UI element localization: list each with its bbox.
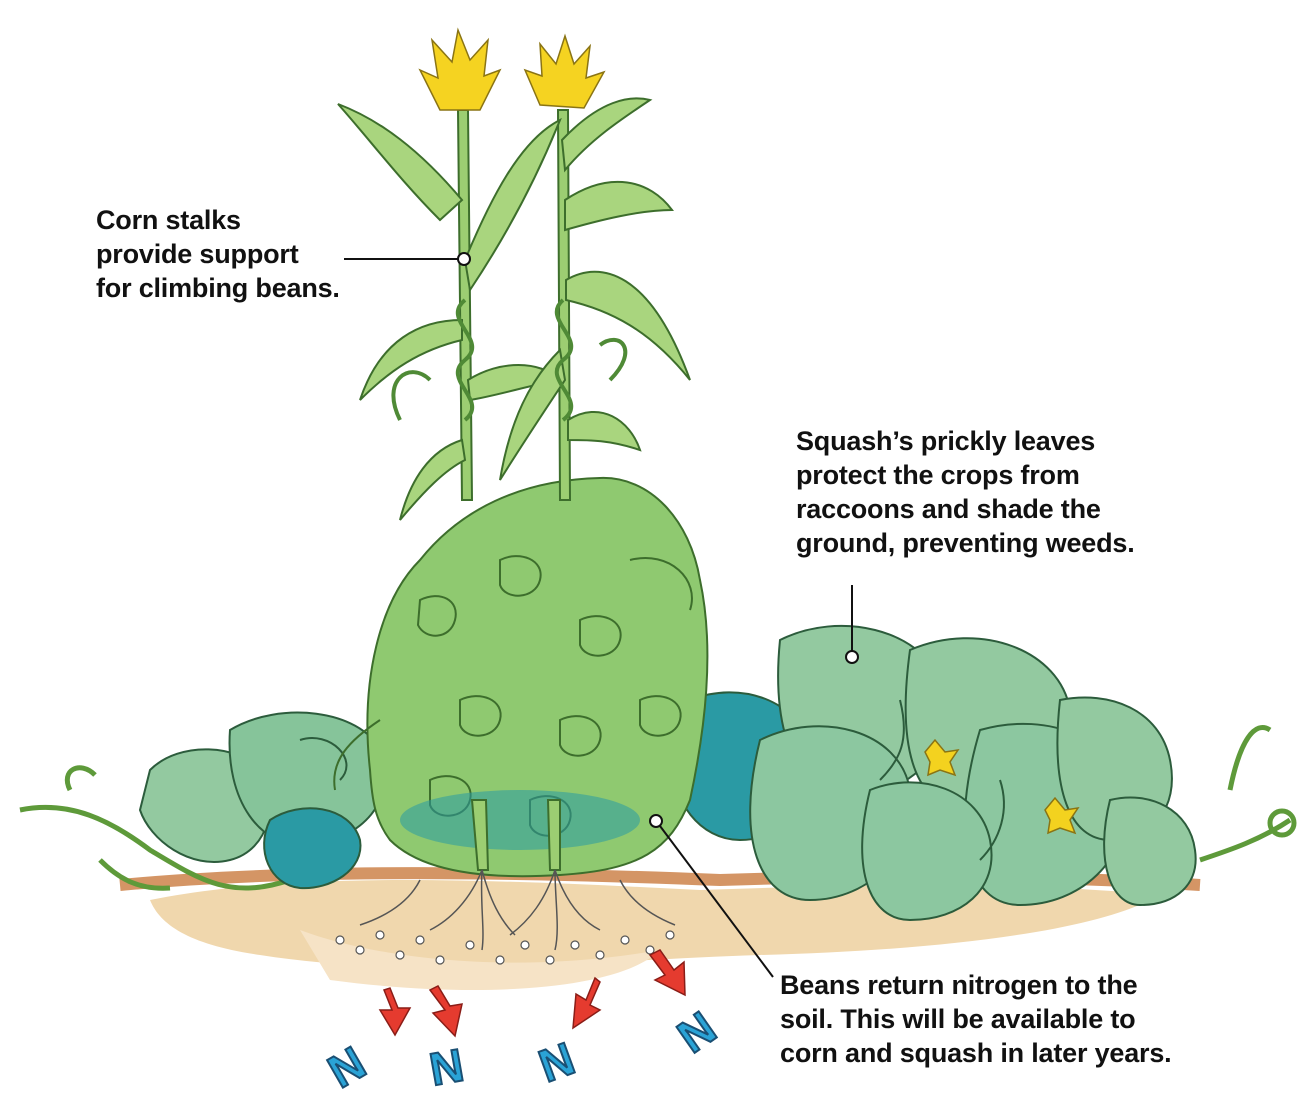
squash-label-line: ground, preventing weeds. (796, 526, 1135, 560)
squash-label-line: protect the crops from (796, 458, 1135, 492)
beans-label-line: Beans return nitrogen to the (780, 968, 1171, 1002)
corn-tassels (420, 30, 604, 110)
corn-label-line: for climbing beans. (96, 271, 340, 305)
corn-leaves (338, 98, 690, 520)
corn-label-line: Corn stalks (96, 203, 340, 237)
squash-vines-right (1200, 728, 1294, 861)
beans-label-line: soil. This will be available to (780, 1002, 1171, 1036)
corn-label-line: provide support (96, 237, 340, 271)
beans-label-line: corn and squash in later years. (780, 1036, 1171, 1070)
bean-shadow (400, 790, 640, 850)
squash-leaves-label: Squash’s prickly leaves protect the crop… (796, 424, 1135, 560)
nitrogen-arrow (430, 986, 462, 1036)
nitrogen-arrow (573, 978, 600, 1028)
squash-label-line: raccoons and shade the (796, 492, 1135, 526)
bean-tendrils (393, 300, 625, 420)
squash-leaves-left (140, 713, 385, 889)
beans-nitrogen-label: Beans return nitrogen to the soil. This … (780, 968, 1171, 1070)
squash-label-line: Squash’s prickly leaves (796, 424, 1135, 458)
nitrogen-arrow (380, 988, 410, 1035)
corn-stalks-label: Corn stalks provide support for climbing… (96, 203, 340, 305)
